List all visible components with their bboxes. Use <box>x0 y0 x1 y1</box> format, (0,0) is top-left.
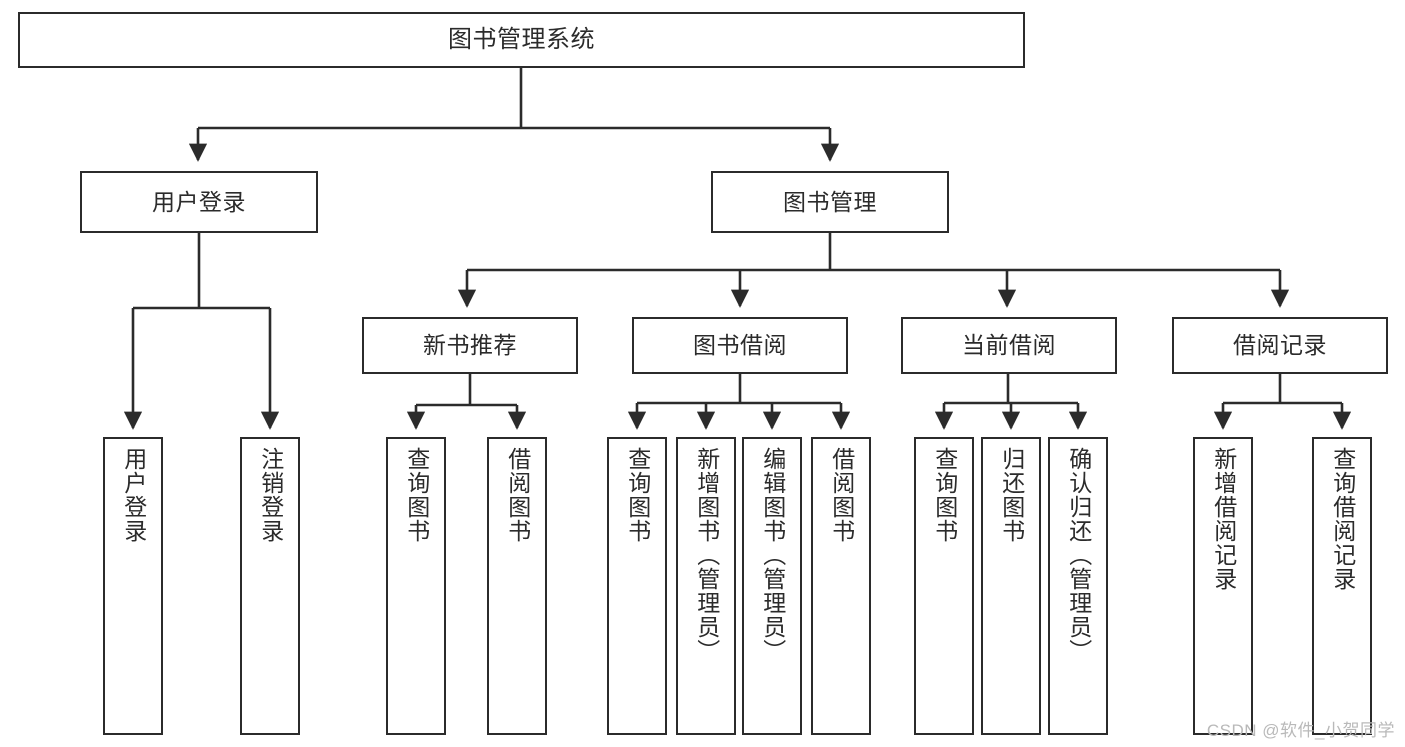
node-leaf-add-record[interactable]: 新增借阅记录 <box>1193 437 1253 735</box>
node-leaf-add-record-label: 新增借阅记录 <box>1210 447 1237 591</box>
node-user-login[interactable]: 用户登录 <box>80 171 318 233</box>
node-leaf-logout[interactable]: 注销登录 <box>240 437 300 735</box>
node-leaf-borrow-book-2-label: 借阅图书 <box>828 447 855 543</box>
node-book-borrow[interactable]: 图书借阅 <box>632 317 848 374</box>
node-new-book-rec-label: 新书推荐 <box>423 332 517 359</box>
node-leaf-edit-book[interactable]: 编辑图书（管理员） <box>742 437 802 735</box>
node-current-borrow[interactable]: 当前借阅 <box>901 317 1117 374</box>
node-leaf-query-book-2[interactable]: 查询图书 <box>607 437 667 735</box>
node-user-login-label: 用户登录 <box>152 188 246 215</box>
node-book-manage-label: 图书管理 <box>783 188 877 215</box>
node-leaf-confirm-return[interactable]: 确认归还（管理员） <box>1048 437 1108 735</box>
node-leaf-return-book[interactable]: 归还图书 <box>981 437 1041 735</box>
node-current-borrow-label: 当前借阅 <box>962 332 1056 359</box>
node-book-borrow-label: 图书借阅 <box>693 332 787 359</box>
node-leaf-edit-book-label: 编辑图书（管理员） <box>759 447 786 663</box>
node-leaf-confirm-return-label: 确认归还（管理员） <box>1065 447 1092 663</box>
node-root[interactable]: 图书管理系统 <box>18 12 1025 68</box>
node-borrow-record[interactable]: 借阅记录 <box>1172 317 1388 374</box>
node-leaf-user-login-label: 用户登录 <box>120 447 147 543</box>
node-leaf-logout-label: 注销登录 <box>257 447 284 543</box>
node-leaf-borrow-book-1[interactable]: 借阅图书 <box>487 437 547 735</box>
node-leaf-borrow-book-2[interactable]: 借阅图书 <box>811 437 871 735</box>
node-book-manage[interactable]: 图书管理 <box>711 171 949 233</box>
node-root-label: 图书管理系统 <box>448 26 595 54</box>
node-leaf-query-book-1-label: 查询图书 <box>403 447 430 543</box>
node-leaf-query-record-label: 查询借阅记录 <box>1329 447 1356 591</box>
node-new-book-rec[interactable]: 新书推荐 <box>362 317 578 374</box>
node-leaf-return-book-label: 归还图书 <box>998 447 1025 543</box>
watermark: CSDN @软件_小贺同学 <box>1206 721 1395 740</box>
node-leaf-add-book-label: 新增图书（管理员） <box>693 447 720 663</box>
node-leaf-query-record[interactable]: 查询借阅记录 <box>1312 437 1372 735</box>
node-leaf-query-book-3-label: 查询图书 <box>931 447 958 543</box>
node-leaf-query-book-3[interactable]: 查询图书 <box>914 437 974 735</box>
node-leaf-add-book[interactable]: 新增图书（管理员） <box>676 437 736 735</box>
node-leaf-query-book-1[interactable]: 查询图书 <box>386 437 446 735</box>
node-leaf-borrow-book-1-label: 借阅图书 <box>504 447 531 543</box>
node-borrow-record-label: 借阅记录 <box>1233 332 1327 359</box>
node-leaf-query-book-2-label: 查询图书 <box>624 447 651 543</box>
node-leaf-user-login[interactable]: 用户登录 <box>103 437 163 735</box>
